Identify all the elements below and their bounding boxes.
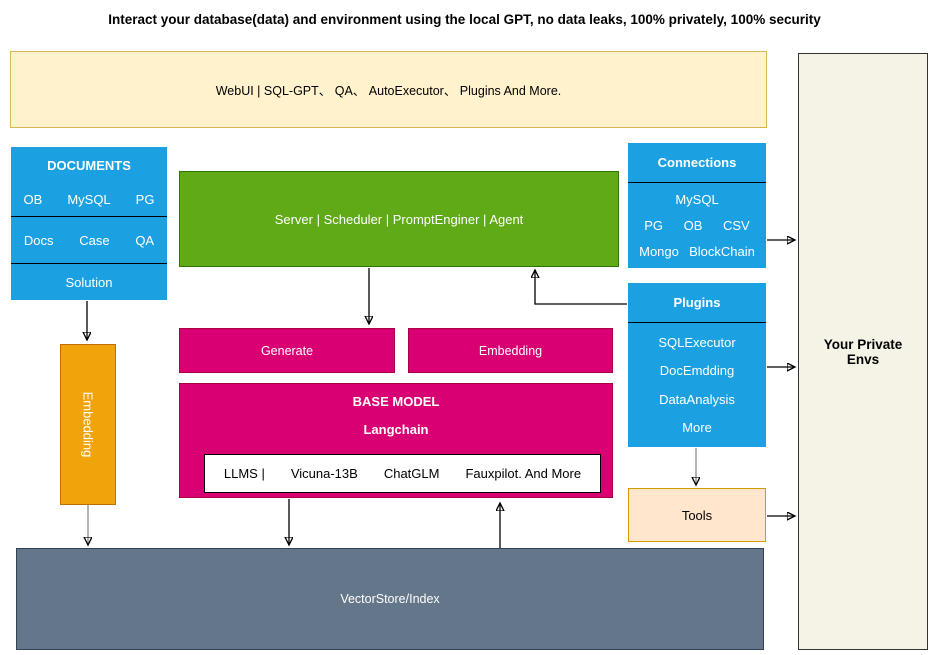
llms-item-chatglm: ChatGLM — [383, 466, 440, 481]
documents-item-ob: OB — [23, 192, 43, 207]
base-model-box: BASE MODEL Langchain LLMS | Vicuna-13B C… — [179, 383, 613, 498]
llms-item-vicuna: Vicuna-13B — [290, 466, 358, 481]
server-label: Server | Scheduler | PromptEnginer | Age… — [274, 211, 524, 227]
tools-label: Tools — [681, 507, 713, 523]
documents-box: DOCUMENTS OB MySQL PG Docs Case QA Solut… — [11, 147, 167, 300]
documents-row-solution: Solution — [11, 263, 167, 300]
connections-item-csv: CSV — [722, 217, 750, 233]
documents-row-databases: OB MySQL PG — [11, 192, 167, 207]
connections-row-3: Mongo BlockChain — [634, 244, 760, 259]
arrow-plugins-to-server — [535, 270, 627, 305]
connections-title: Connections — [657, 155, 737, 170]
documents-item-mysql: MySQL — [67, 192, 111, 207]
plugins-item-more: More — [682, 420, 712, 436]
plugins-item-sqlexecutor: SQLExecutor — [658, 334, 736, 350]
plugins-title: Plugins — [673, 295, 721, 310]
connections-box: Connections MySQL PG OB CSV Mongo BlockC… — [628, 143, 766, 268]
connections-item-mysql: MySQL — [675, 192, 719, 208]
generate-box: Generate — [179, 328, 395, 373]
documents-row-docs: Docs Case QA — [11, 216, 167, 263]
connections-item-blockchain: BlockChain — [689, 243, 755, 259]
documents-item-docs: Docs — [23, 232, 54, 248]
plugins-box: Plugins SQLExecutor DocEmdding DataAnaly… — [628, 283, 766, 447]
diagram-title: Interact your database(data) and environ… — [108, 12, 821, 27]
documents-header-section: DOCUMENTS OB MySQL PG — [11, 147, 167, 216]
connections-body: MySQL PG OB CSV Mongo BlockChain — [628, 183, 766, 268]
server-box: Server | Scheduler | PromptEnginer | Age… — [179, 171, 619, 267]
webui-banner-label: WebUI | SQL-GPT、 QA、 AutoExecutor、 Plugi… — [215, 84, 562, 98]
documents-item-solution: Solution — [65, 274, 113, 290]
private-envs-label: Your Private Envs — [823, 336, 903, 367]
documents-title: DOCUMENTS — [47, 158, 131, 173]
connections-item-pg: PG — [644, 217, 664, 233]
documents-item-qa: QA — [135, 232, 155, 248]
base-model-title: BASE MODEL — [352, 394, 440, 409]
webui-banner: WebUI | SQL-GPT、 QA、 AutoExecutor、 Plugi… — [10, 51, 767, 128]
plugins-item-dataanalysis: DataAnalysis — [659, 391, 735, 407]
embedding-label: Embedding — [478, 343, 543, 358]
embedding-vertical-label: Embedding — [80, 391, 96, 458]
documents-item-pg: PG — [135, 192, 155, 207]
plugins-header: Plugins — [628, 283, 766, 323]
vectorstore-box: VectorStore/Index — [16, 548, 764, 650]
plugins-item-docemdding: DocEmdding — [659, 363, 735, 379]
connections-header: Connections — [628, 143, 766, 183]
embedding-box: Embedding — [408, 328, 613, 373]
documents-item-case: Case — [79, 232, 110, 248]
embedding-vertical-box: Embedding — [60, 344, 116, 505]
base-model-subtitle: Langchain — [363, 422, 429, 437]
vectorstore-label: VectorStore/Index — [340, 592, 440, 606]
llms-item-fauxpilot: Fauxpilot. And More — [465, 466, 582, 481]
connections-item-mongo: Mongo — [639, 243, 679, 259]
tools-box: Tools — [628, 488, 766, 542]
llms-box: LLMS | Vicuna-13B ChatGLM Fauxpilot. And… — [204, 454, 601, 493]
private-envs-box: Your Private Envs — [798, 53, 928, 650]
connections-row-2: PG OB CSV — [634, 218, 760, 233]
plugins-body: SQLExecutor DocEmdding DataAnalysis More — [628, 323, 766, 447]
connections-item-ob: OB — [683, 217, 703, 233]
generate-label: Generate — [260, 343, 314, 358]
connections-row-1: MySQL — [634, 192, 760, 207]
llms-item-llms: LLMS | — [223, 466, 265, 481]
